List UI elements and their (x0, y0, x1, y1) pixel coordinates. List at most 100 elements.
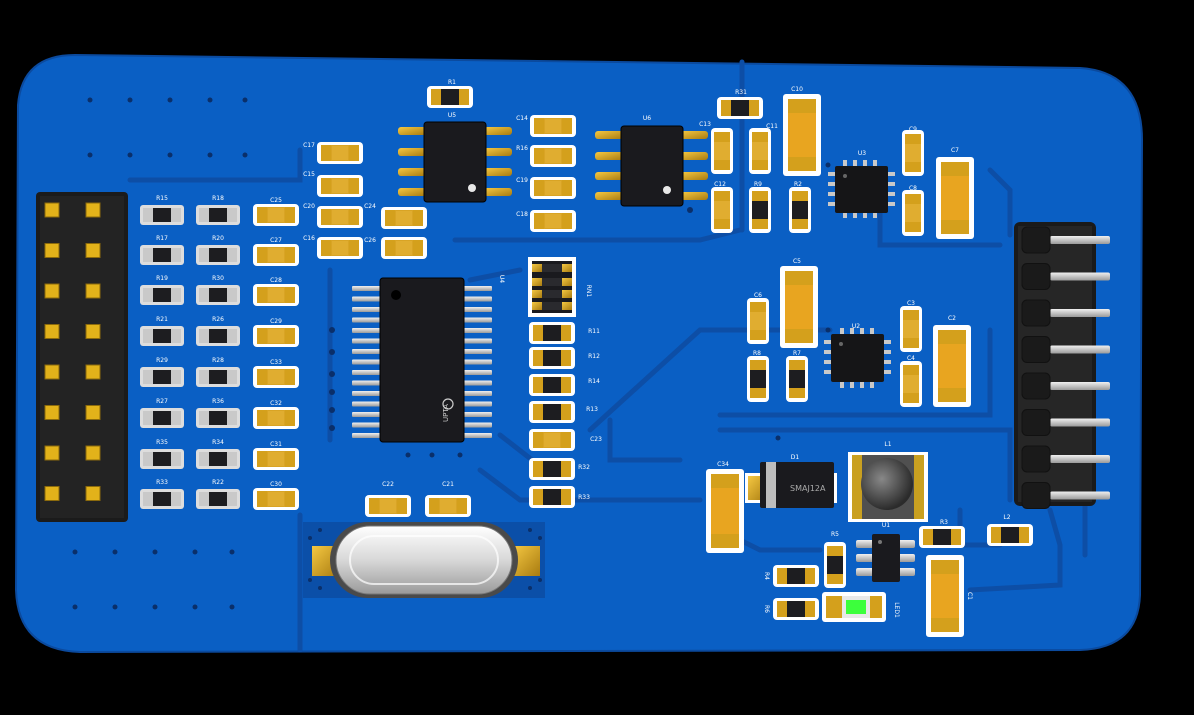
ic-pin (352, 380, 382, 386)
header-pin (1050, 272, 1110, 281)
silkscreen-label-c9: C9 (909, 126, 917, 133)
ic-pin (352, 338, 382, 344)
silkscreen-label-r27: R27 (156, 398, 168, 405)
silkscreen-label-c13: C13 (699, 121, 711, 128)
capacitor-0603 (530, 115, 576, 137)
silkscreen-label-r33b: R33 (578, 494, 590, 501)
silkscreen-label-c26: C26 (364, 237, 376, 244)
silkscreen-label-c28: C28 (270, 277, 282, 284)
capacitor-0603 (747, 298, 769, 344)
led-led1 (822, 592, 886, 622)
resistor-0603 (529, 486, 575, 508)
resistor-0603 (196, 449, 240, 469)
silkscreen-label-r32: R32 (578, 464, 590, 471)
silkscreen-label-r11: R11 (588, 328, 600, 335)
silkscreen-label-r3: R3 (940, 519, 948, 526)
cap-c10 (783, 94, 821, 176)
capacitor-0603 (902, 130, 924, 176)
silkscreen-label-c34: C34 (717, 461, 729, 468)
silkscreen-label-c24: C24 (364, 203, 376, 210)
silkscreen-label-c2: C2 (948, 315, 956, 322)
header-pin (44, 243, 60, 258)
silkscreen-label-r22: R22 (212, 479, 224, 486)
silkscreen-label-c21: C21 (442, 481, 454, 488)
silkscreen-label-r17: R17 (156, 235, 168, 242)
cap-c5 (780, 266, 818, 348)
resistor-0603 (789, 187, 811, 233)
capacitor-0603 (381, 207, 427, 229)
resistor-0603 (196, 326, 240, 346)
silkscreen-label-r9: R9 (754, 181, 762, 188)
silkscreen-label-r13: R13 (586, 406, 598, 413)
ic-pin (462, 338, 492, 344)
silkscreen-label-led1: LED1 (893, 602, 900, 618)
header-pin-housing (1021, 445, 1051, 473)
silkscreen-label-c6: C6 (754, 292, 762, 299)
resistor-0603 (529, 322, 575, 344)
resistor-0603 (824, 542, 846, 588)
silkscreen-label-c14: C14 (516, 115, 528, 122)
header-pin (85, 445, 101, 461)
header-pin (1050, 345, 1110, 354)
header-pin (1050, 309, 1110, 317)
silkscreen-label-u4: U4 (498, 275, 505, 283)
silkscreen-label-r26: R26 (212, 316, 224, 323)
silkscreen-label-r34: R34 (212, 439, 224, 446)
ic-u2 (824, 328, 891, 388)
header-pin-housing (1021, 409, 1051, 436)
resistor-0603 (529, 347, 575, 369)
silkscreen-label-r18: R18 (212, 195, 224, 202)
resistor-0603 (529, 458, 575, 480)
cap-c34 (706, 469, 744, 553)
cap-c2 (933, 325, 971, 407)
resistor-0603 (919, 526, 965, 548)
resistor-0603 (987, 524, 1033, 546)
copper-traces (127, 59, 1088, 653)
silkscreen-label-u2: U2 (852, 323, 860, 330)
ic-pin (462, 286, 492, 291)
resistor-0603 (196, 205, 240, 225)
silkscreen-label-r19: R19 (156, 275, 168, 282)
silkscreen-label-c27: C27 (270, 237, 282, 244)
capacitor-0603 (317, 142, 363, 164)
capacitor-0603 (253, 448, 299, 470)
capacitor-0603 (530, 210, 576, 232)
silkscreen-label-c16: C16 (303, 235, 315, 242)
capacitor-0603 (900, 361, 922, 407)
header-pin (44, 283, 60, 299)
ic-pin (352, 422, 382, 428)
header-pin (44, 445, 60, 461)
silkscreen-label-c33: C33 (270, 359, 282, 366)
ic-pin (352, 296, 382, 302)
silkscreen-label-r8: R8 (753, 350, 761, 357)
diode-marking: SMAJ12A (790, 484, 826, 493)
capacitor-0603 (253, 204, 299, 226)
silkscreen-label-r5: R5 (831, 531, 839, 538)
header-pin-housing (1021, 226, 1051, 254)
capacitor-0603 (711, 187, 733, 233)
ic-u5 (398, 121, 512, 203)
capacitor-0603 (900, 306, 922, 352)
silkscreen-label-r7: R7 (793, 350, 801, 357)
silkscreen-label-c19: C19 (516, 177, 528, 184)
capacitor-0603 (253, 366, 299, 388)
ic-pin (462, 359, 492, 365)
silkscreen-label-c30: C30 (270, 481, 282, 488)
silkscreen-label-r14: R14 (588, 378, 600, 385)
header-pin-housing (1021, 299, 1051, 327)
ic-pin (352, 286, 382, 291)
capacitor-0603 (530, 145, 576, 167)
resistor-0603 (196, 285, 240, 305)
resistor-0603 (717, 97, 763, 119)
silkscreen-label-r36: R36 (212, 398, 224, 405)
header-pin (44, 486, 60, 501)
header-pin (85, 324, 101, 339)
silkscreen-label-r21: R21 (156, 316, 168, 323)
silkscreen-label-r15: R15 (156, 195, 168, 202)
capacitor-0603 (253, 284, 299, 306)
resistor-0603 (529, 401, 575, 423)
silkscreen-label-r12: R12 (588, 353, 600, 360)
silkscreen-label-c15: C15 (303, 171, 315, 178)
capacitor-0603 (529, 429, 575, 451)
